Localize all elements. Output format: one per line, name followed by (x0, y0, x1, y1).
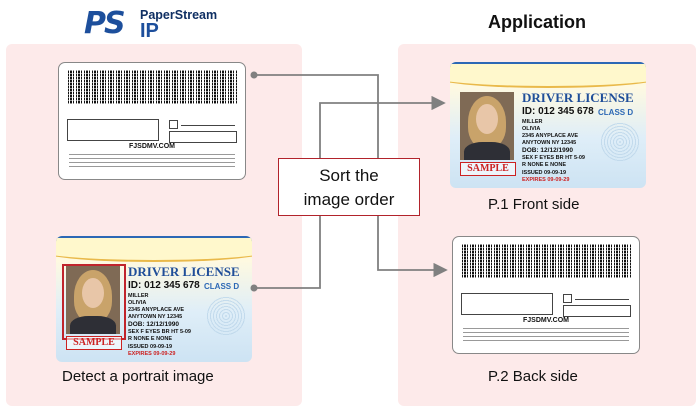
donor-checkbox (169, 120, 178, 129)
logo-name: PaperStream (140, 8, 218, 22)
sort-box-line2: image order (303, 190, 395, 209)
application-heading: Application (488, 12, 586, 32)
card-restrictions: R NONE E NONE (522, 162, 567, 168)
card-physical: SEX F EYES BR HT 5-09 (128, 329, 191, 335)
donor-checkbox (563, 294, 572, 303)
card-issued: ISSUED 09-09-19 (522, 170, 567, 176)
logo-sub: IP (140, 20, 159, 42)
sample-stamp: SAMPLE (460, 162, 516, 176)
card-id: ID: 012 345 678 (522, 106, 594, 117)
card-top-arc (450, 64, 646, 88)
card-last-name: MILLER (128, 293, 149, 299)
card-class: CLASS D (598, 108, 634, 117)
card-back-website: FJSDMV.COM (522, 317, 570, 324)
card-first-name: OLIVIA (522, 126, 541, 132)
signature-box (67, 119, 159, 141)
barcode (462, 244, 632, 278)
sort-box-line1: Sort the (319, 166, 379, 185)
signature-box-small (169, 131, 237, 143)
card-restrictions: R NONE E NONE (128, 336, 173, 342)
card-title: DRIVER LICENSE (128, 264, 240, 279)
card-issued: ISSUED 09-09-19 (128, 344, 173, 350)
card-last-name: MILLER (522, 119, 543, 125)
card-first-name: OLIVIA (128, 300, 147, 306)
card-address1: 2345 ANYPLACE AVE (522, 133, 579, 139)
portrait-photo (66, 266, 120, 334)
input-card-front: DRIVER LICENSE ID: 012 345 678 CLASS D M… (56, 236, 252, 362)
p2-caption: P.2 Back side (488, 368, 578, 385)
donor-line (575, 299, 629, 300)
sample-stamp: SAMPLE (66, 336, 122, 350)
fine-print (463, 327, 629, 341)
portrait-photo (460, 92, 514, 160)
card-class: CLASS D (204, 282, 240, 291)
card-back-website: FJSDMV.COM (128, 143, 176, 150)
signature-box-small (563, 305, 631, 317)
card-title: DRIVER LICENSE (522, 90, 634, 105)
card-dob: DOB: 12/12/1990 (128, 321, 179, 328)
barcode (68, 70, 238, 104)
input-card-back: FJSDMV.COM (58, 62, 246, 180)
card-expires: EXPIRES 09-09-29 (522, 177, 570, 183)
logo-mark: PS (84, 6, 126, 41)
p1-caption: P.1 Front side (488, 196, 580, 213)
paperstream-ip-logo: PS PaperStream IP (84, 2, 244, 42)
sort-image-order-box: Sort the image order (278, 158, 420, 216)
fine-print (69, 153, 235, 167)
card-physical: SEX F EYES BR HT 5-09 (522, 155, 585, 161)
card-top-arc (56, 238, 252, 262)
card-address2: ANYTOWN NY 12345 (128, 314, 183, 320)
card-id: ID: 012 345 678 (128, 280, 200, 291)
card-address1: 2345 ANYPLACE AVE (128, 307, 185, 313)
left-caption: Detect a portrait image (62, 368, 214, 385)
donor-line (181, 125, 235, 126)
output-card-front: DRIVER LICENSE ID: 012 345 678 CLASS D M… (450, 62, 646, 188)
card-dob: DOB: 12/12/1990 (522, 147, 573, 154)
output-card-back: FJSDMV.COM (452, 236, 640, 354)
security-swirl (206, 296, 246, 336)
card-expires: EXPIRES 09-09-29 (128, 351, 176, 357)
signature-box (461, 293, 553, 315)
card-address2: ANYTOWN NY 12345 (522, 140, 577, 146)
security-swirl (600, 122, 640, 162)
